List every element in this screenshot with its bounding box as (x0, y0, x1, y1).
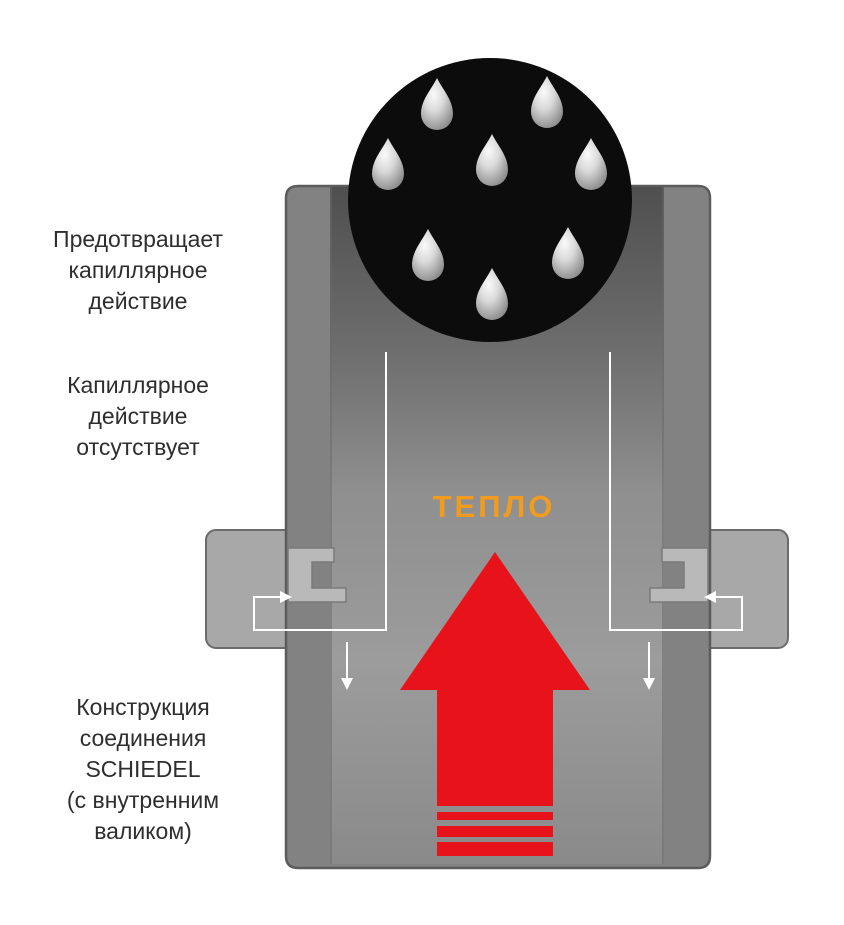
arrowhead-right-icon (280, 591, 292, 603)
heat-arrow-head (400, 552, 590, 690)
caption-no-capillary: Капиллярное действие отсутствует (18, 370, 258, 463)
arrowhead-down-left-icon (341, 678, 353, 690)
caption-line: валиком) (94, 818, 192, 844)
caption-line: действие (88, 403, 188, 429)
caption-line: Предотвращает (53, 226, 223, 252)
caption-line: SCHIEDEL (85, 756, 201, 782)
joint-bead-right (649, 547, 709, 603)
flow-line-right (609, 352, 743, 631)
flow-arrowheads (280, 591, 716, 690)
heat-arrow-shaft (437, 688, 553, 806)
caption-line: (с внутренним (66, 787, 220, 813)
heat-arrow-bar-3 (437, 842, 553, 856)
heat-arrow-bar-2 (437, 826, 553, 837)
caption-line: действие (88, 288, 188, 314)
arrowhead-down-right-icon (643, 678, 655, 690)
caption-line: капиллярное (68, 257, 208, 283)
bore-edge-lines (330, 187, 664, 864)
caption-line: Капиллярное (67, 372, 209, 398)
arrowhead-left-icon (704, 591, 716, 603)
flow-lines (253, 352, 743, 678)
caption-line: соединения (79, 725, 207, 751)
joint-bead-left (287, 547, 347, 603)
heat-arrow-bar-1 (437, 812, 553, 820)
heat-label: ТЕПЛО (433, 489, 556, 524)
heat-arrow (400, 552, 590, 856)
caption-line: Конструкция (76, 694, 210, 720)
flow-line-left (253, 352, 387, 631)
caption-prevents-capillary: Предотвращает капиллярное действие (18, 224, 258, 317)
caption-joint-construction: Конструкция соединения SCHIEDEL (с внутр… (18, 692, 268, 847)
caption-line: отсутствует (76, 434, 200, 460)
